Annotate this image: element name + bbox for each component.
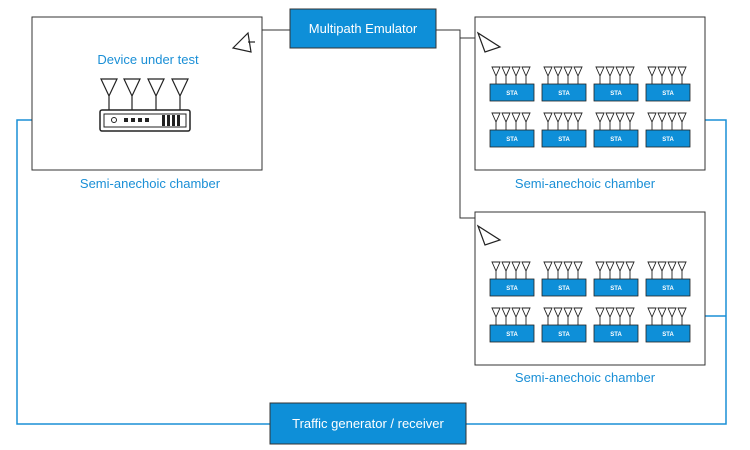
sta-unit: STA: [489, 307, 535, 343]
sta-label: STA: [558, 332, 570, 338]
sta-box: [593, 83, 639, 102]
dut-device-icon: [99, 109, 191, 132]
sta-unit: STA: [593, 307, 639, 343]
sta-antenna-icon: [543, 66, 583, 84]
sta-label: STA: [610, 286, 622, 292]
sta-box: [593, 129, 639, 148]
sta-unit: STA: [645, 112, 691, 148]
sta-unit: STA: [645, 66, 691, 102]
sta-antenna-icon: [543, 307, 583, 325]
sta-antenna-icon: [491, 66, 531, 84]
sta-antenna-icon: [491, 261, 531, 279]
chamber-right-bottom-label: Semi-anechoic chamber: [515, 370, 656, 385]
sta-unit: STA: [645, 307, 691, 343]
chamber-left-box: [31, 16, 263, 171]
sta-box: [489, 83, 535, 102]
sta-unit: STA: [489, 261, 535, 297]
sta-antenna-icon: [647, 261, 687, 279]
sta-unit: STA: [645, 261, 691, 297]
sta-label: STA: [558, 137, 570, 143]
sta-antenna-icon: [491, 307, 531, 325]
sta-box: [489, 129, 535, 148]
sta-box: [645, 324, 691, 343]
sta-box: [541, 278, 587, 297]
sta-label: STA: [662, 91, 674, 97]
sta-box: [645, 129, 691, 148]
rf-lines: [248, 29, 490, 219]
sta-label: STA: [662, 286, 674, 292]
sta-label: STA: [558, 286, 570, 292]
sta-unit: STA: [541, 66, 587, 102]
sta-label: STA: [662, 332, 674, 338]
sta-unit: STA: [593, 261, 639, 297]
sta-box: [645, 278, 691, 297]
sta-antenna-icon: [595, 307, 635, 325]
dut-antennas-icon: [100, 78, 189, 111]
sta-antenna-icon: [647, 66, 687, 84]
sta-label: STA: [610, 137, 622, 143]
sta-box: [489, 278, 535, 297]
sta-unit: STA: [593, 112, 639, 148]
chamber-left-antenna-icon: [231, 31, 255, 53]
chamber-right-bottom-antenna-icon: [476, 224, 502, 246]
sta-label: STA: [506, 332, 518, 338]
sta-label: STA: [662, 137, 674, 143]
sta-antenna-icon: [595, 112, 635, 130]
chamber-right-top-antenna-icon: [476, 31, 502, 53]
sta-antenna-icon: [543, 112, 583, 130]
sta-box: [489, 324, 535, 343]
sta-unit: STA: [541, 261, 587, 297]
sta-unit: STA: [541, 307, 587, 343]
sta-box: [593, 324, 639, 343]
sta-label: STA: [610, 91, 622, 97]
sta-box: [645, 83, 691, 102]
sta-label: STA: [610, 332, 622, 338]
sta-label: STA: [506, 137, 518, 143]
chamber-left-label: Semi-anechoic chamber: [80, 176, 221, 191]
sta-antenna-icon: [491, 112, 531, 130]
multipath-emulator-label: Multipath Emulator: [309, 21, 418, 36]
sta-box: [541, 324, 587, 343]
sta-unit: STA: [489, 112, 535, 148]
sta-box: [541, 129, 587, 148]
sta-box: [541, 83, 587, 102]
sta-antenna-icon: [543, 261, 583, 279]
dut-label: Device under test: [97, 52, 199, 67]
sta-antenna-icon: [647, 307, 687, 325]
sta-label: STA: [558, 91, 570, 97]
multipath-emulator-box: [289, 8, 437, 49]
traffic-generator-box: [269, 402, 467, 445]
sta-grid-top: STA STA STA STA STA STA STA STA: [489, 66, 691, 148]
sta-label: STA: [506, 286, 518, 292]
sta-unit: STA: [489, 66, 535, 102]
sta-unit: STA: [593, 66, 639, 102]
sta-antenna-icon: [647, 112, 687, 130]
sta-label: STA: [506, 91, 518, 97]
traffic-generator-label: Traffic generator / receiver: [292, 416, 444, 431]
sta-unit: STA: [541, 112, 587, 148]
sta-box: [593, 278, 639, 297]
sta-antenna-icon: [595, 66, 635, 84]
sta-antenna-icon: [595, 261, 635, 279]
chamber-right-top-label: Semi-anechoic chamber: [515, 176, 656, 191]
sta-grid-bottom: STA STA STA STA STA STA STA STA: [489, 261, 691, 343]
